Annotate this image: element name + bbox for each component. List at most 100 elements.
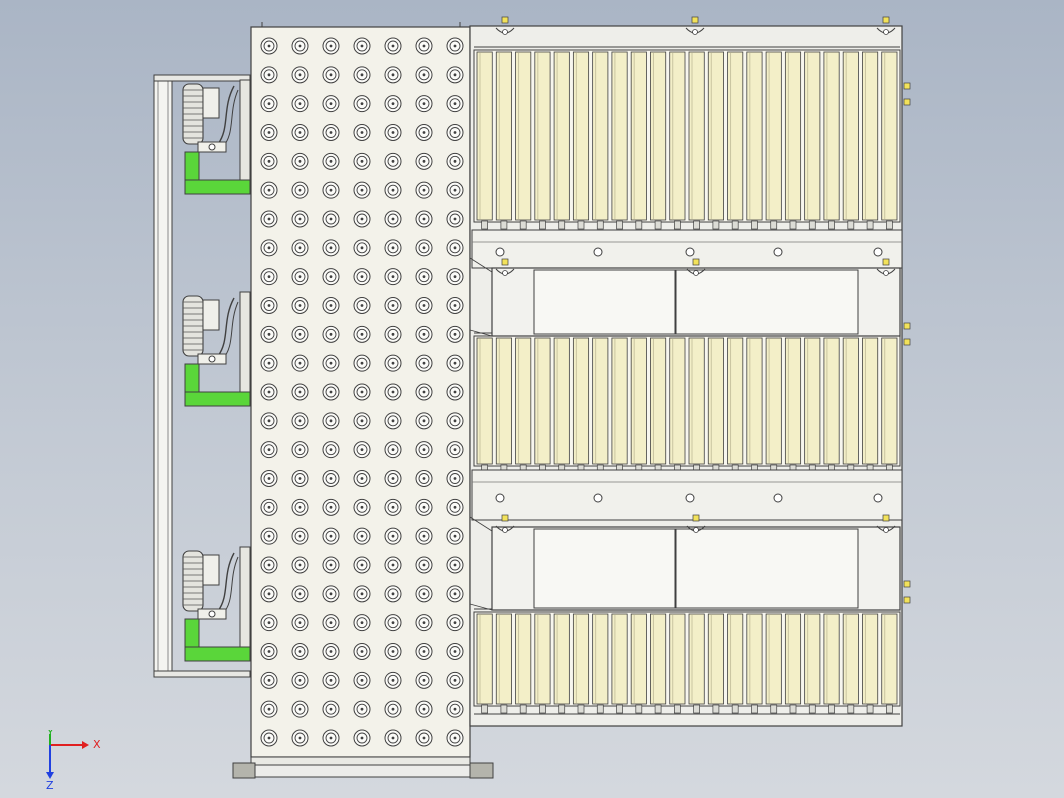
- ball-transfer-unit: [291, 66, 309, 84]
- roller: [862, 51, 879, 230]
- roller: [842, 51, 859, 230]
- ball-transfer-unit: [384, 239, 402, 257]
- marker: [882, 514, 890, 522]
- ball-transfer-unit: [291, 239, 309, 257]
- ball-transfer-unit: [415, 729, 433, 747]
- roller: [630, 613, 647, 714]
- roller-section-bottom: [473, 608, 901, 715]
- ball-transfer-unit: [415, 614, 433, 632]
- roller: [534, 337, 551, 474]
- ball-transfer-unit: [291, 383, 309, 401]
- ball-transfer-unit: [322, 354, 340, 372]
- z-axis-head: [46, 772, 54, 779]
- roller: [688, 51, 705, 230]
- ball-transfer-unit: [322, 95, 340, 113]
- y-axis-label: Y: [46, 730, 54, 739]
- ball-transfer-unit: [446, 412, 464, 430]
- ball-transfer-unit: [260, 95, 278, 113]
- clamp-base-bar: [184, 391, 251, 407]
- roller: [746, 51, 763, 230]
- ball-transfer-unit: [260, 412, 278, 430]
- roller: [669, 337, 686, 474]
- roller-section-top: [473, 46, 901, 231]
- ball-transfer-unit: [353, 37, 371, 55]
- base-feet: [232, 762, 494, 779]
- ball-transfer-unit: [415, 210, 433, 228]
- ball-transfer-unit: [446, 239, 464, 257]
- roller: [881, 337, 898, 474]
- cross-beam: [471, 469, 903, 521]
- ball-transfer-unit: [260, 181, 278, 199]
- marker: [501, 514, 509, 522]
- ball-transfer-unit: [384, 152, 402, 170]
- ball-transfer-unit: [415, 95, 433, 113]
- roller: [784, 337, 802, 474]
- ball-transfer-unit: [291, 729, 309, 747]
- ball-transfer-unit: [384, 700, 402, 718]
- ball-transfer-unit: [322, 700, 340, 718]
- roller: [611, 613, 628, 714]
- ball-transfer-unit: [384, 268, 402, 286]
- ball-transfer-unit: [291, 210, 309, 228]
- ball-transfer-unit: [260, 671, 278, 689]
- ball-transfer-unit: [353, 383, 371, 401]
- ball-transfer-unit: [353, 671, 371, 689]
- wing-bolt: [685, 27, 705, 35]
- ball-transfer-unit: [415, 527, 433, 545]
- marker: [903, 322, 911, 330]
- roller: [515, 51, 532, 230]
- ball-transfer-unit: [291, 297, 309, 314]
- marker: [903, 98, 911, 106]
- ball-transfer-unit: [415, 66, 433, 84]
- roller: [476, 613, 493, 714]
- ball-transfer-unit: [291, 470, 309, 487]
- ball-transfer-unit: [446, 325, 464, 343]
- roller: [515, 613, 532, 714]
- roller: [553, 337, 570, 474]
- marker: [903, 82, 911, 90]
- roller: [784, 613, 802, 714]
- ball-transfer-unit: [415, 585, 433, 603]
- wing-bolt: [495, 27, 515, 35]
- left-guide-rail: [153, 74, 251, 678]
- ball-transfer-unit: [415, 470, 433, 487]
- ball-transfer-unit: [415, 412, 433, 430]
- ball-transfer-unit: [446, 470, 464, 487]
- marker: [692, 258, 700, 266]
- ball-transfer-unit: [353, 441, 371, 459]
- wing-bolt: [876, 27, 896, 35]
- ball-transfer-unit: [384, 643, 402, 660]
- ball-transfer-unit: [260, 124, 278, 141]
- ball-transfer-unit: [384, 671, 402, 689]
- roller: [611, 337, 628, 474]
- ball-transfer-unit: [415, 325, 433, 343]
- ball-transfer-unit: [260, 239, 278, 257]
- ball-transfer-unit: [322, 412, 340, 430]
- ball-transfer-unit: [291, 412, 309, 430]
- roller: [727, 613, 744, 714]
- ball-transfer-unit: [415, 239, 433, 257]
- ball-transfer-unit: [446, 297, 464, 314]
- wing-bolt: [876, 268, 896, 276]
- roller: [476, 337, 493, 474]
- marker: [501, 258, 509, 266]
- clamp-base-post: [184, 618, 200, 648]
- ball-transfer-unit: [446, 671, 464, 689]
- clamp-base-bar: [184, 646, 251, 662]
- ball-transfer-unit: [415, 671, 433, 689]
- marker: [882, 258, 890, 266]
- x-axis-label: X: [93, 738, 101, 751]
- ball-transfer-unit: [322, 556, 340, 574]
- ball-transfer-unit: [260, 441, 278, 459]
- roller: [669, 613, 686, 714]
- roller: [650, 613, 667, 714]
- transfer-carriages: [469, 257, 901, 611]
- ball-transfer-unit: [322, 66, 340, 84]
- ball-transfer-unit: [415, 297, 433, 314]
- ball-transfer-unit: [384, 527, 402, 545]
- ball-transfer-unit: [384, 124, 402, 141]
- ball-transfer-unit: [353, 95, 371, 113]
- roller: [707, 613, 724, 714]
